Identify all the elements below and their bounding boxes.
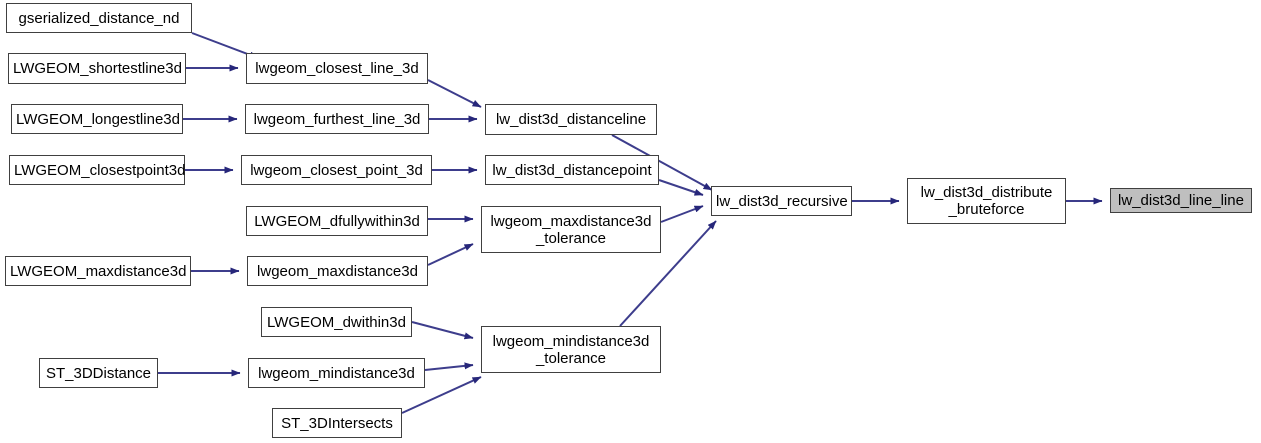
node-lwgeom_mindistance3d_tolerance[interactable]: lwgeom_mindistance3d _tolerance — [481, 326, 661, 373]
node-lwgeom_closest_point_3d[interactable]: lwgeom_closest_point_3d — [241, 155, 432, 185]
edge-LWGEOM_dwithin3d-to-lwgeom_mindistance3d_tolerance — [411, 321, 474, 340]
node-label-lwgeom_closest_line_3d: lwgeom_closest_line_3d — [255, 60, 419, 77]
edge-lw_dist3d_distancepoint-to-lw_dist3d_recursive — [658, 179, 704, 196]
node-label-LWGEOM_dwithin3d: LWGEOM_dwithin3d — [267, 313, 406, 331]
node-ST_3DIntersects[interactable]: ST_3DIntersects — [272, 408, 402, 438]
node-lwgeom_furthest_line_3d[interactable]: lwgeom_furthest_line_3d — [245, 104, 429, 134]
node-LWGEOM_dfullywithin3d[interactable]: LWGEOM_dfullywithin3d — [246, 206, 428, 236]
node-LWGEOM_longestline3d[interactable]: LWGEOM_longestline3d — [11, 104, 183, 134]
node-label-lwgeom_maxdistance3d_tolerance: lwgeom_maxdistance3d _tolerance — [490, 212, 652, 247]
node-label-LWGEOM_closestpoint3d: LWGEOM_closestpoint3d — [14, 161, 186, 179]
node-lw_dist3d_recursive[interactable]: lw_dist3d_recursive — [711, 186, 852, 216]
node-LWGEOM_maxdistance3d[interactable]: LWGEOM_maxdistance3d — [5, 256, 191, 286]
node-label-ST_3DIntersects: ST_3DIntersects — [281, 414, 393, 432]
node-label-lw_dist3d_distribute_bruteforce: lw_dist3d_distribute _bruteforce — [920, 184, 1053, 218]
node-ST_3DDistance[interactable]: ST_3DDistance — [39, 358, 158, 388]
node-label-LWGEOM_dfullywithin3d: LWGEOM_dfullywithin3d — [254, 212, 420, 230]
node-label-lwgeom_mindistance3d: lwgeom_mindistance3d — [258, 364, 415, 382]
node-lwgeom_maxdistance3d_tolerance[interactable]: lwgeom_maxdistance3d _tolerance — [481, 206, 661, 253]
edge-lwgeom_mindistance3d-to-lwgeom_mindistance3d_tolerance — [424, 362, 474, 371]
edge-lwgeom_maxdistance3d-to-lwgeom_maxdistance3d_tolerance — [427, 243, 474, 266]
node-LWGEOM_dwithin3d[interactable]: LWGEOM_dwithin3d — [261, 307, 412, 337]
edge-lwgeom_maxdistance3d_tolerance-to-lw_dist3d_recursive — [660, 205, 704, 223]
node-label-lw_dist3d_line_line: lw_dist3d_line_line — [1118, 192, 1244, 209]
node-label-ST_3DDistance: ST_3DDistance — [45, 364, 152, 382]
node-lwgeom_closest_line_3d[interactable]: lwgeom_closest_line_3d — [246, 53, 428, 84]
node-label-lwgeom_furthest_line_3d: lwgeom_furthest_line_3d — [253, 110, 421, 128]
node-label-lw_dist3d_recursive: lw_dist3d_recursive — [716, 192, 848, 210]
node-label-lwgeom_closest_point_3d: lwgeom_closest_point_3d — [250, 161, 423, 179]
node-lwgeom_maxdistance3d[interactable]: lwgeom_maxdistance3d — [247, 256, 428, 286]
node-gserialized_distance_nd[interactable]: gserialized_distance_nd — [6, 3, 192, 33]
node-label-lw_dist3d_distancepoint: lw_dist3d_distancepoint — [492, 161, 652, 179]
node-label-lw_dist3d_distanceline: lw_dist3d_distanceline — [495, 111, 647, 128]
node-lw_dist3d_line_line[interactable]: lw_dist3d_line_line — [1110, 188, 1252, 213]
node-label-LWGEOM_shortestline3d: LWGEOM_shortestline3d — [13, 60, 182, 77]
node-label-LWGEOM_longestline3d: LWGEOM_longestline3d — [16, 110, 180, 128]
edge-lwgeom_closest_line_3d-to-lw_dist3d_distanceline — [427, 79, 482, 108]
node-lw_dist3d_distanceline[interactable]: lw_dist3d_distanceline — [485, 104, 657, 135]
node-lw_dist3d_distribute_bruteforce[interactable]: lw_dist3d_distribute _bruteforce — [907, 178, 1066, 224]
node-lw_dist3d_distancepoint[interactable]: lw_dist3d_distancepoint — [485, 155, 659, 185]
node-LWGEOM_shortestline3d[interactable]: LWGEOM_shortestline3d — [8, 53, 186, 84]
node-label-LWGEOM_maxdistance3d: LWGEOM_maxdistance3d — [10, 262, 187, 280]
node-LWGEOM_closestpoint3d[interactable]: LWGEOM_closestpoint3d — [9, 155, 185, 185]
node-label-lwgeom_maxdistance3d: lwgeom_maxdistance3d — [257, 262, 418, 280]
node-label-gserialized_distance_nd: gserialized_distance_nd — [18, 9, 180, 27]
node-lwgeom_mindistance3d[interactable]: lwgeom_mindistance3d — [248, 358, 425, 388]
node-label-lwgeom_mindistance3d_tolerance: lwgeom_mindistance3d _tolerance — [492, 332, 650, 367]
